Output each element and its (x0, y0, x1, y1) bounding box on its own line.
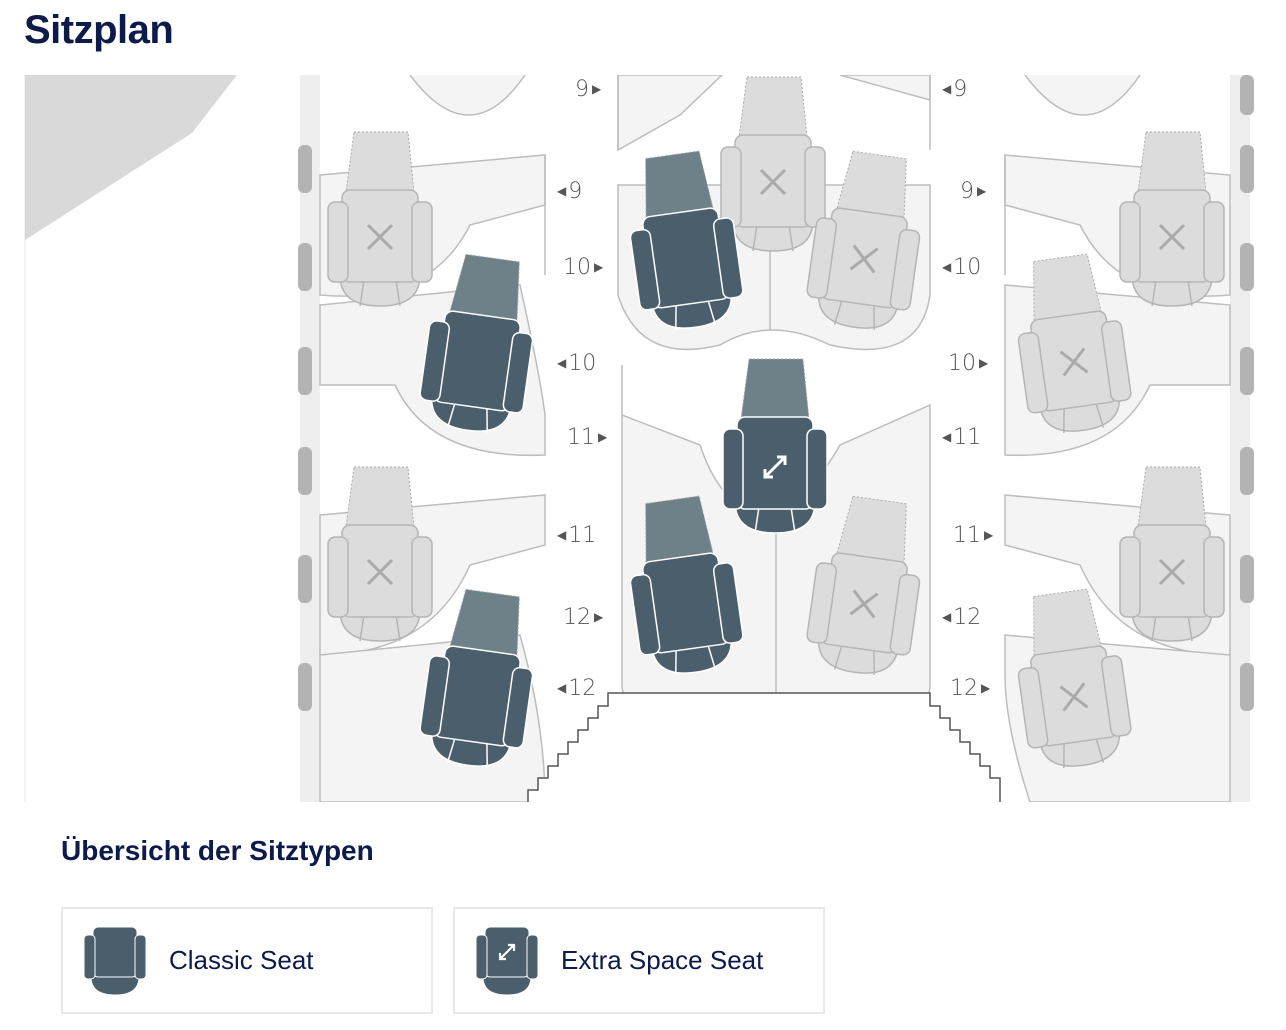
legend-label: Classic Seat (169, 945, 314, 975)
seat-occupied (1004, 583, 1140, 775)
seat-occupied (799, 145, 935, 337)
seat-occupied (1116, 130, 1228, 308)
legend-label: Extra Space Seat (561, 945, 764, 975)
row-label: 12 (557, 676, 596, 701)
row-label: 10 (563, 255, 603, 280)
row-label: 12 (950, 676, 990, 701)
seat-map: 9 9 9 9 10 10 10 10 11 11 11 11 12 12 12… (0, 75, 1286, 802)
row-label: 10 (942, 255, 981, 280)
row-label: 9 (575, 77, 601, 102)
legend-classic-seat: Classic Seat (61, 907, 433, 1014)
seat-classic[interactable] (412, 248, 548, 440)
seat-occupied (799, 490, 935, 682)
row-label: 11 (942, 425, 981, 450)
classic-seat-icon (83, 926, 147, 996)
row-label: 12 (563, 605, 603, 630)
extra-space-seat-icon (475, 926, 539, 996)
row-label: 9 (960, 179, 986, 204)
seat-occupied (717, 75, 829, 253)
seat-occupied (1116, 465, 1228, 643)
row-label: 11 (557, 523, 596, 548)
row-label: 12 (942, 605, 981, 630)
seat-classic[interactable] (616, 145, 752, 337)
row-label: 11 (567, 425, 607, 450)
seat-classic[interactable] (616, 490, 752, 682)
legend-extra-space-seat: Extra Space Seat (453, 907, 825, 1014)
seat-classic[interactable] (412, 583, 548, 775)
seat-occupied (324, 465, 436, 643)
row-label: 10 (948, 351, 988, 376)
row-label: 11 (953, 523, 993, 548)
seat-occupied (1004, 248, 1140, 440)
seat-occupied (324, 130, 436, 308)
legend-title: Übersicht der Sitztypen (61, 835, 374, 866)
row-label: 9 (942, 77, 967, 102)
seat-extra-space[interactable] (719, 357, 831, 535)
row-label: 9 (557, 179, 582, 204)
row-label: 10 (557, 351, 596, 376)
page-title: Sitzplan (24, 8, 174, 52)
